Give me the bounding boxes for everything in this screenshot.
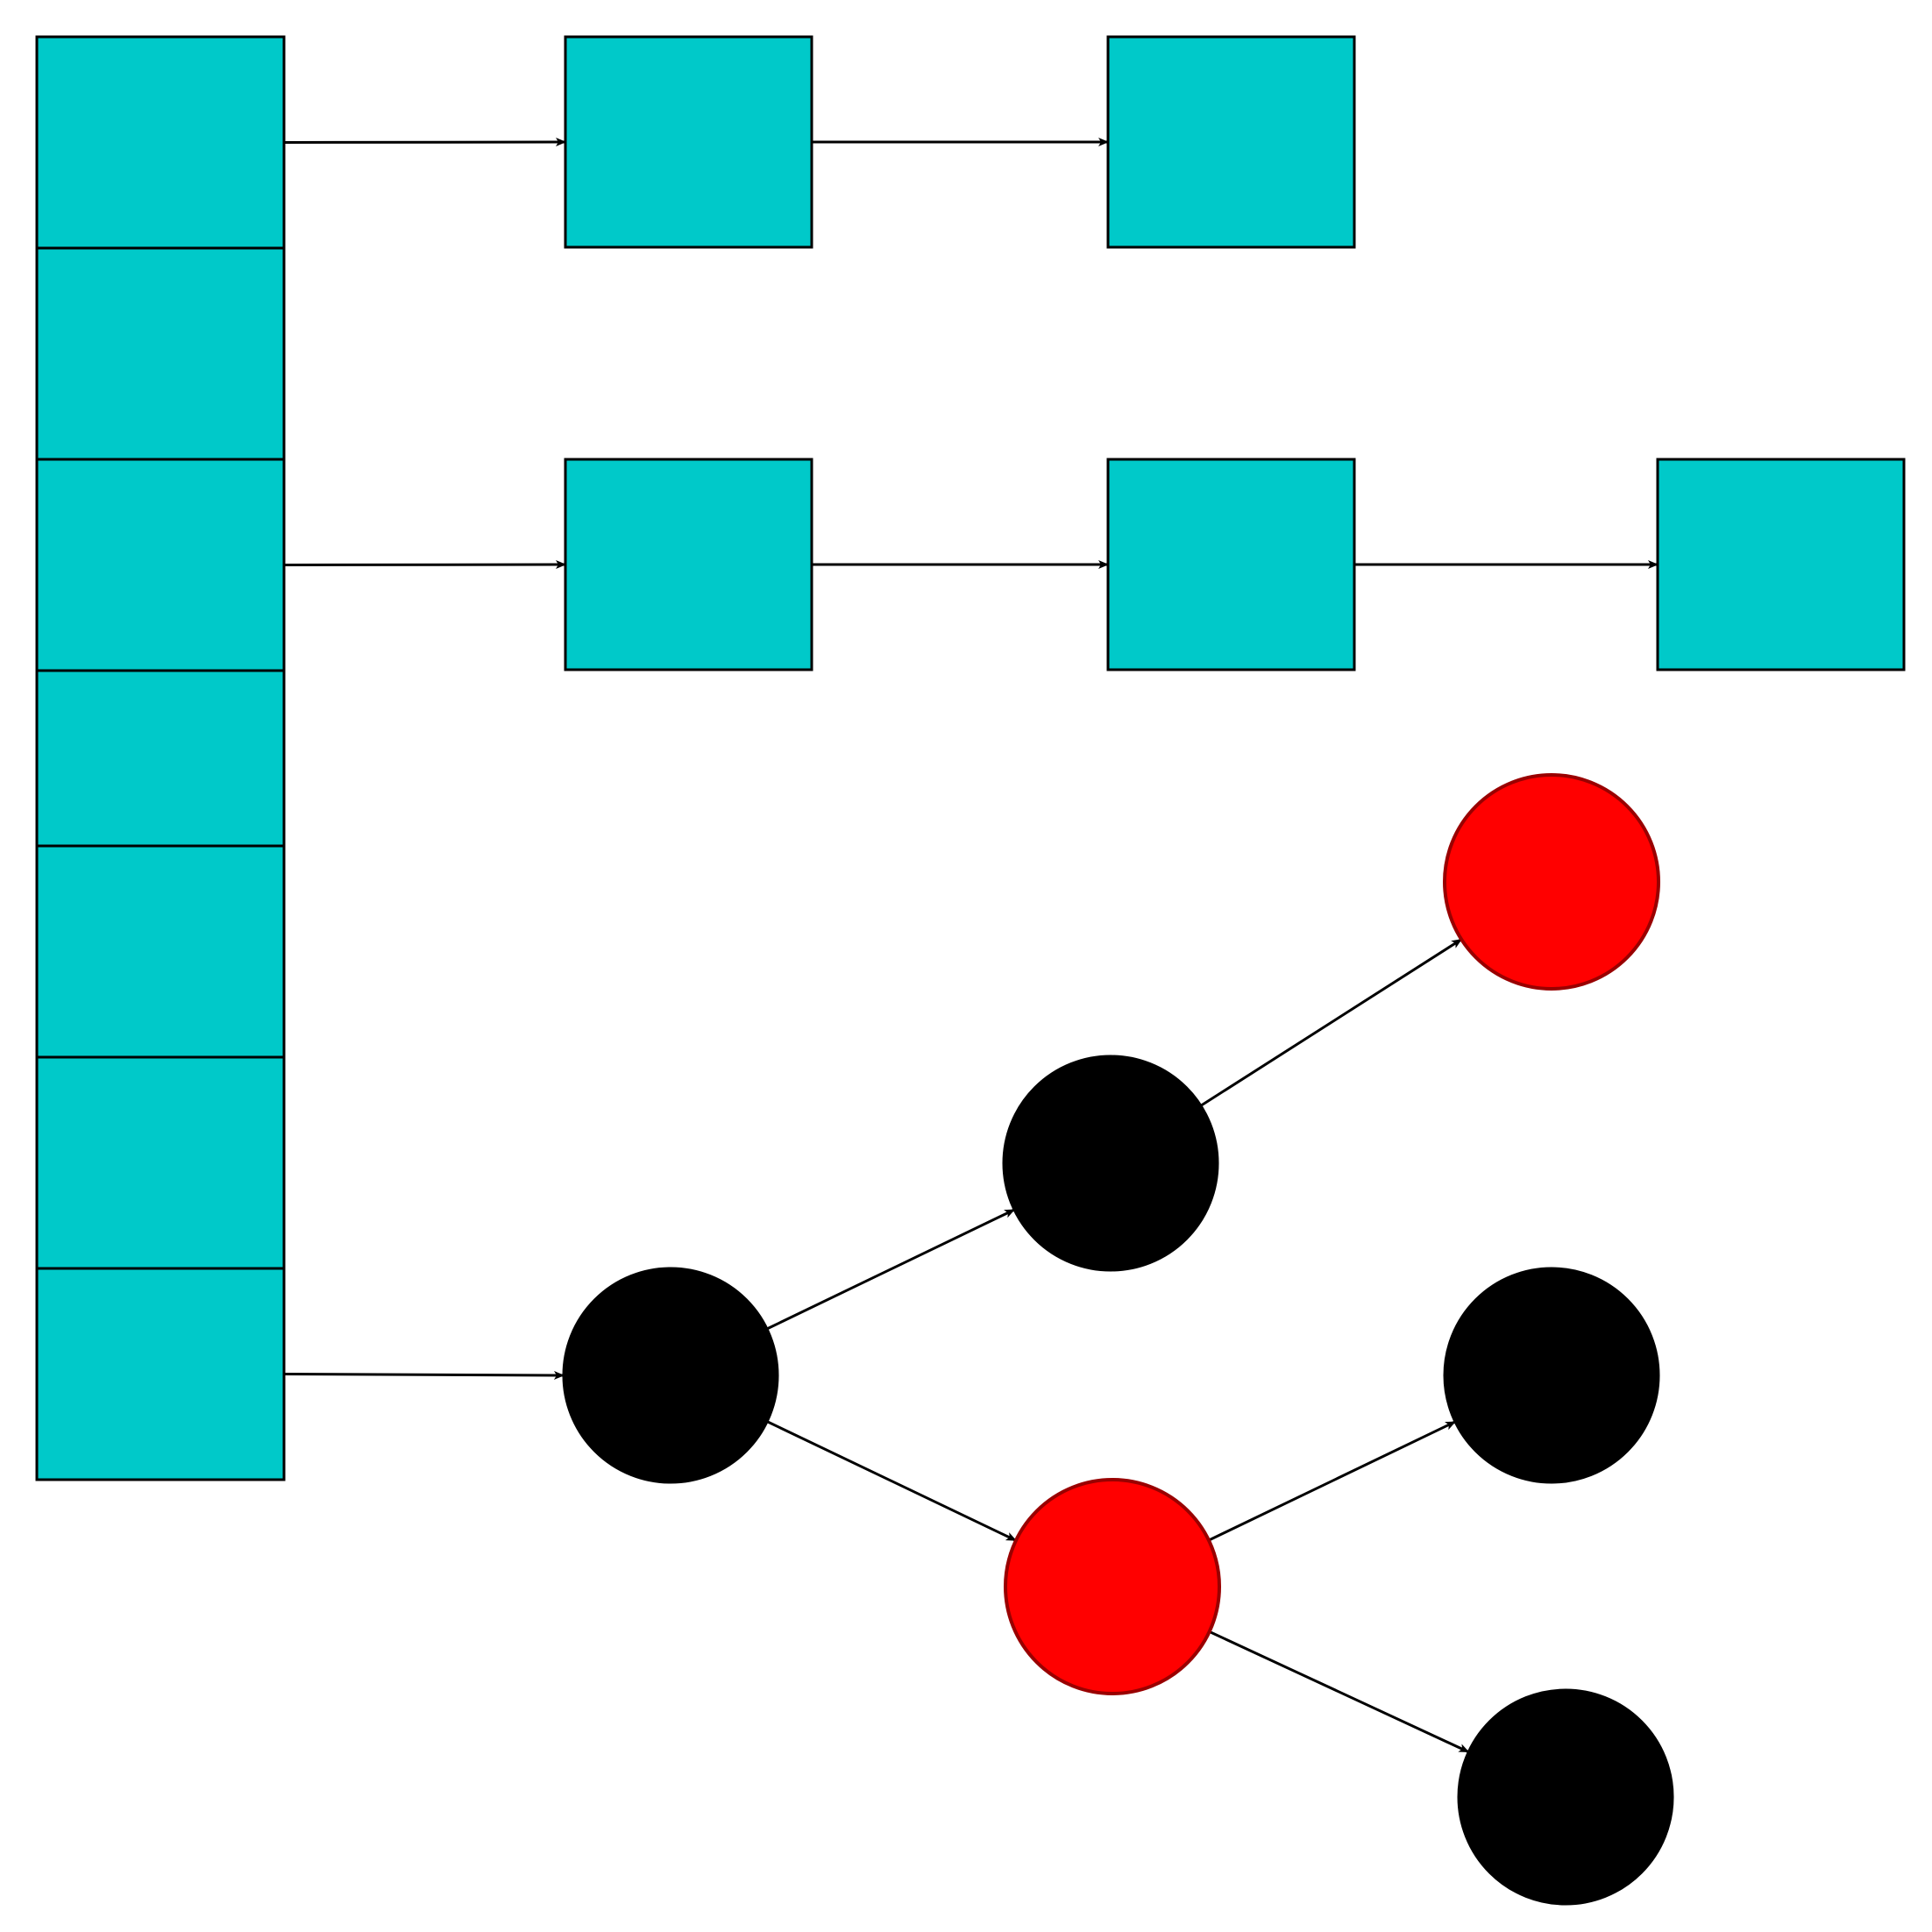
list-node-l0b (1106, 35, 1356, 249)
tree-node-root-black (562, 1267, 779, 1484)
list-node-l2c (1656, 458, 1906, 671)
tree-node-n3-red (1443, 773, 1660, 991)
list-node-l0a (564, 35, 813, 249)
tree-edge-n2-n4 (1208, 1420, 1456, 1542)
bucket-b1 (35, 246, 286, 461)
arrow-b0-l0a (283, 138, 566, 147)
tree-node-n2-red (1004, 1478, 1221, 1695)
tree-node-n1-black (1002, 1055, 1219, 1272)
bucket-b5 (35, 1055, 286, 1270)
bucket-b6 (35, 1267, 286, 1481)
tree-edge-n1-n3 (1200, 938, 1463, 1107)
tree-edge-n2-n5 (1209, 1630, 1470, 1753)
tree-node-n5-black (1457, 1688, 1674, 1906)
list-node-l2a (564, 458, 813, 671)
arrow-b6-root (283, 1370, 565, 1380)
tree-edge-root-n1 (766, 1208, 1016, 1331)
bucket-b0 (35, 35, 286, 250)
list-node-l2b (1106, 458, 1356, 671)
tree-edge-root-n2 (766, 1420, 1017, 1542)
nodes-layer (35, 35, 1906, 1906)
tree-node-n4-black (1443, 1267, 1660, 1484)
bucket-b4 (35, 844, 286, 1059)
bucket-b3 (35, 669, 286, 848)
bucket-b2 (35, 458, 286, 672)
edges-layer (283, 138, 1659, 1753)
